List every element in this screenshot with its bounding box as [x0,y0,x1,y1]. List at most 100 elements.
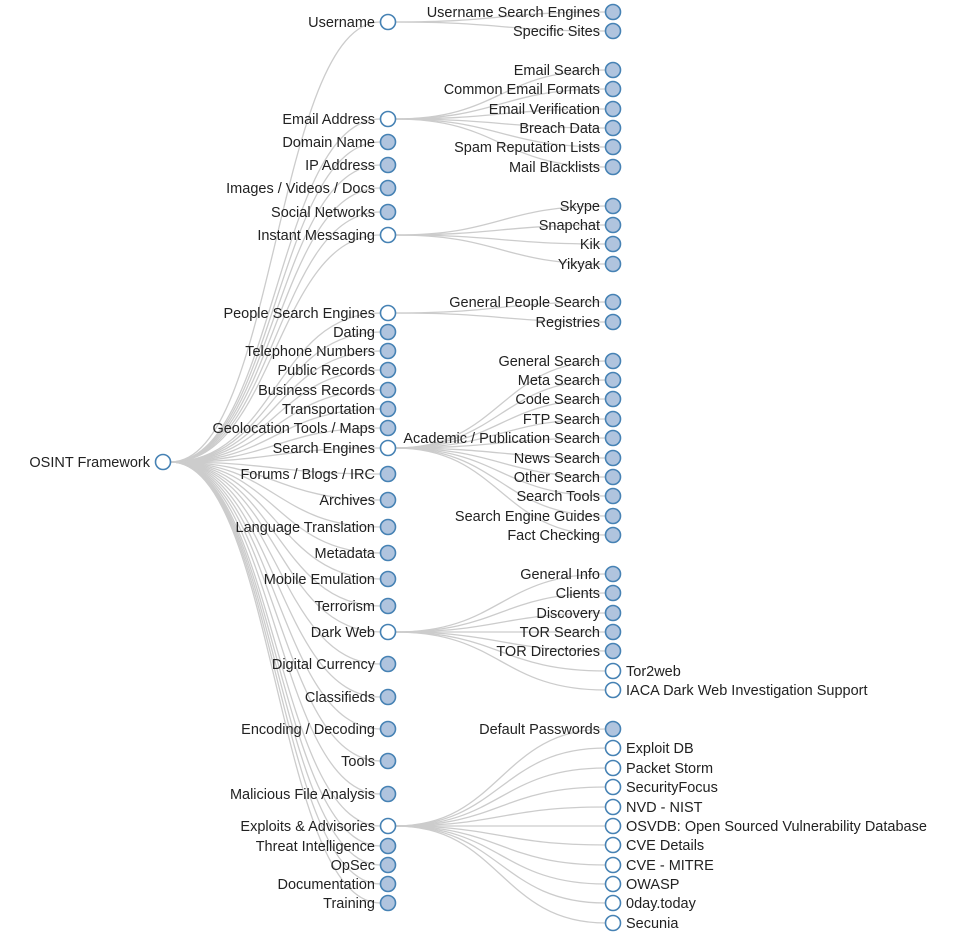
node-common-email-formats[interactable]: Common Email Formats [444,80,622,99]
node-search-tools-circle[interactable] [604,487,622,505]
node-default-passwords-circle[interactable] [604,720,622,738]
node-domain-name-circle[interactable] [379,133,397,151]
node-opsec[interactable]: OpSec [331,856,397,875]
node-digital-currency-circle[interactable] [379,655,397,673]
node-kik[interactable]: Kik [580,235,622,254]
node-news-search-circle[interactable] [604,449,622,467]
node-academic-publication-search-circle[interactable] [604,429,622,447]
node-threat-intelligence-circle[interactable] [379,837,397,855]
node-cve-details[interactable]: CVE Details [604,836,705,855]
node-malicious-file-analysis-circle[interactable] [379,785,397,803]
node-instant-messaging[interactable]: Instant Messaging [257,226,397,245]
node-images-videos-docs[interactable]: Images / Videos / Docs [226,179,397,198]
node-0day-today-circle[interactable] [604,894,622,912]
node-tor-search[interactable]: TOR Search [520,623,622,642]
node-tor-search-circle[interactable] [604,623,622,641]
node-osvdb-open-sourced-vulnerability-database-circle[interactable] [604,817,622,835]
node-mail-blacklists-circle[interactable] [604,158,622,176]
node-dating[interactable]: Dating [333,323,397,342]
node-securityfocus-circle[interactable] [604,778,622,796]
node-terrorism-circle[interactable] [379,597,397,615]
node-people-search-engines[interactable]: People Search Engines [223,304,397,323]
node-threat-intelligence[interactable]: Threat Intelligence [256,837,397,856]
node-documentation[interactable]: Documentation [277,875,397,894]
node-nvd-nist[interactable]: NVD - NIST [604,798,703,817]
node-tor-directories[interactable]: TOR Directories [496,642,622,661]
node-mobile-emulation-circle[interactable] [379,570,397,588]
node-skype[interactable]: Skype [560,197,622,216]
node-transportation[interactable]: Transportation [282,400,397,419]
node-forums-blogs-irc[interactable]: Forums / Blogs / IRC [240,465,397,484]
node-general-people-search-circle[interactable] [604,293,622,311]
node-training-circle[interactable] [379,894,397,912]
node-opsec-circle[interactable] [379,856,397,874]
node-search-engine-guides[interactable]: Search Engine Guides [455,507,622,526]
node-ip-address-circle[interactable] [379,156,397,174]
node-email-search-circle[interactable] [604,61,622,79]
node-osint-framework-circle[interactable] [154,453,172,471]
node-tools[interactable]: Tools [341,752,397,771]
node-discovery[interactable]: Discovery [536,604,622,623]
node-dating-circle[interactable] [379,323,397,341]
node-transportation-circle[interactable] [379,400,397,418]
node-cve-details-circle[interactable] [604,836,622,854]
node-username[interactable]: Username [308,13,397,32]
node-0day-today[interactable]: 0day.today [604,894,697,913]
node-code-search[interactable]: Code Search [515,390,622,409]
node-general-search[interactable]: General Search [498,352,622,371]
node-encoding-decoding-circle[interactable] [379,720,397,738]
node-search-tools[interactable]: Search Tools [516,487,622,506]
node-registries[interactable]: Registries [536,313,622,332]
node-email-verification-circle[interactable] [604,100,622,118]
node-packet-storm-circle[interactable] [604,759,622,777]
node-clients[interactable]: Clients [556,584,622,603]
node-dark-web-circle[interactable] [379,623,397,641]
node-clients-circle[interactable] [604,584,622,602]
node-securityfocus[interactable]: SecurityFocus [604,778,718,797]
node-email-search[interactable]: Email Search [514,61,622,80]
node-classifieds[interactable]: Classifieds [305,688,397,707]
node-public-records-circle[interactable] [379,361,397,379]
node-digital-currency[interactable]: Digital Currency [272,655,397,674]
node-archives[interactable]: Archives [319,491,397,510]
node-exploit-db[interactable]: Exploit DB [604,739,694,758]
node-tools-circle[interactable] [379,752,397,770]
node-common-email-formats-circle[interactable] [604,80,622,98]
node-telephone-numbers-circle[interactable] [379,342,397,360]
node-secunia[interactable]: Secunia [604,914,680,933]
node-other-search[interactable]: Other Search [514,468,622,487]
node-instant-messaging-circle[interactable] [379,226,397,244]
node-nvd-nist-circle[interactable] [604,798,622,816]
node-mail-blacklists[interactable]: Mail Blacklists [509,158,622,177]
node-specific-sites-circle[interactable] [604,22,622,40]
node-ftp-search[interactable]: FTP Search [523,410,622,429]
node-discovery-circle[interactable] [604,604,622,622]
node-general-search-circle[interactable] [604,352,622,370]
node-cve-mitre[interactable]: CVE - MITRE [604,856,715,875]
node-social-networks[interactable]: Social Networks [271,203,397,222]
node-username-circle[interactable] [379,13,397,31]
node-breach-data-circle[interactable] [604,119,622,137]
node-academic-publication-search[interactable]: Academic / Publication Search [403,429,622,448]
node-registries-circle[interactable] [604,313,622,331]
node-tor2web-circle[interactable] [604,662,622,680]
node-business-records-circle[interactable] [379,381,397,399]
node-general-people-search[interactable]: General People Search [449,293,622,312]
node-email-address[interactable]: Email Address [282,110,397,129]
node-email-address-circle[interactable] [379,110,397,128]
node-public-records[interactable]: Public Records [277,361,397,380]
node-meta-search-circle[interactable] [604,371,622,389]
node-osvdb-open-sourced-vulnerability-database[interactable]: OSVDB: Open Sourced Vulnerability Databa… [604,817,927,836]
node-yikyak[interactable]: Yikyak [558,255,622,274]
node-username-search-engines[interactable]: Username Search Engines [427,3,622,22]
node-business-records[interactable]: Business Records [258,381,397,400]
node-archives-circle[interactable] [379,491,397,509]
node-meta-search[interactable]: Meta Search [518,371,622,390]
node-packet-storm[interactable]: Packet Storm [604,759,714,778]
node-spam-reputation-lists[interactable]: Spam Reputation Lists [454,138,622,157]
node-geolocation-tools-maps-circle[interactable] [379,419,397,437]
node-documentation-circle[interactable] [379,875,397,893]
node-exploits-advisories[interactable]: Exploits & Advisories [240,817,397,836]
node-username-search-engines-circle[interactable] [604,3,622,21]
node-fact-checking[interactable]: Fact Checking [507,526,622,545]
